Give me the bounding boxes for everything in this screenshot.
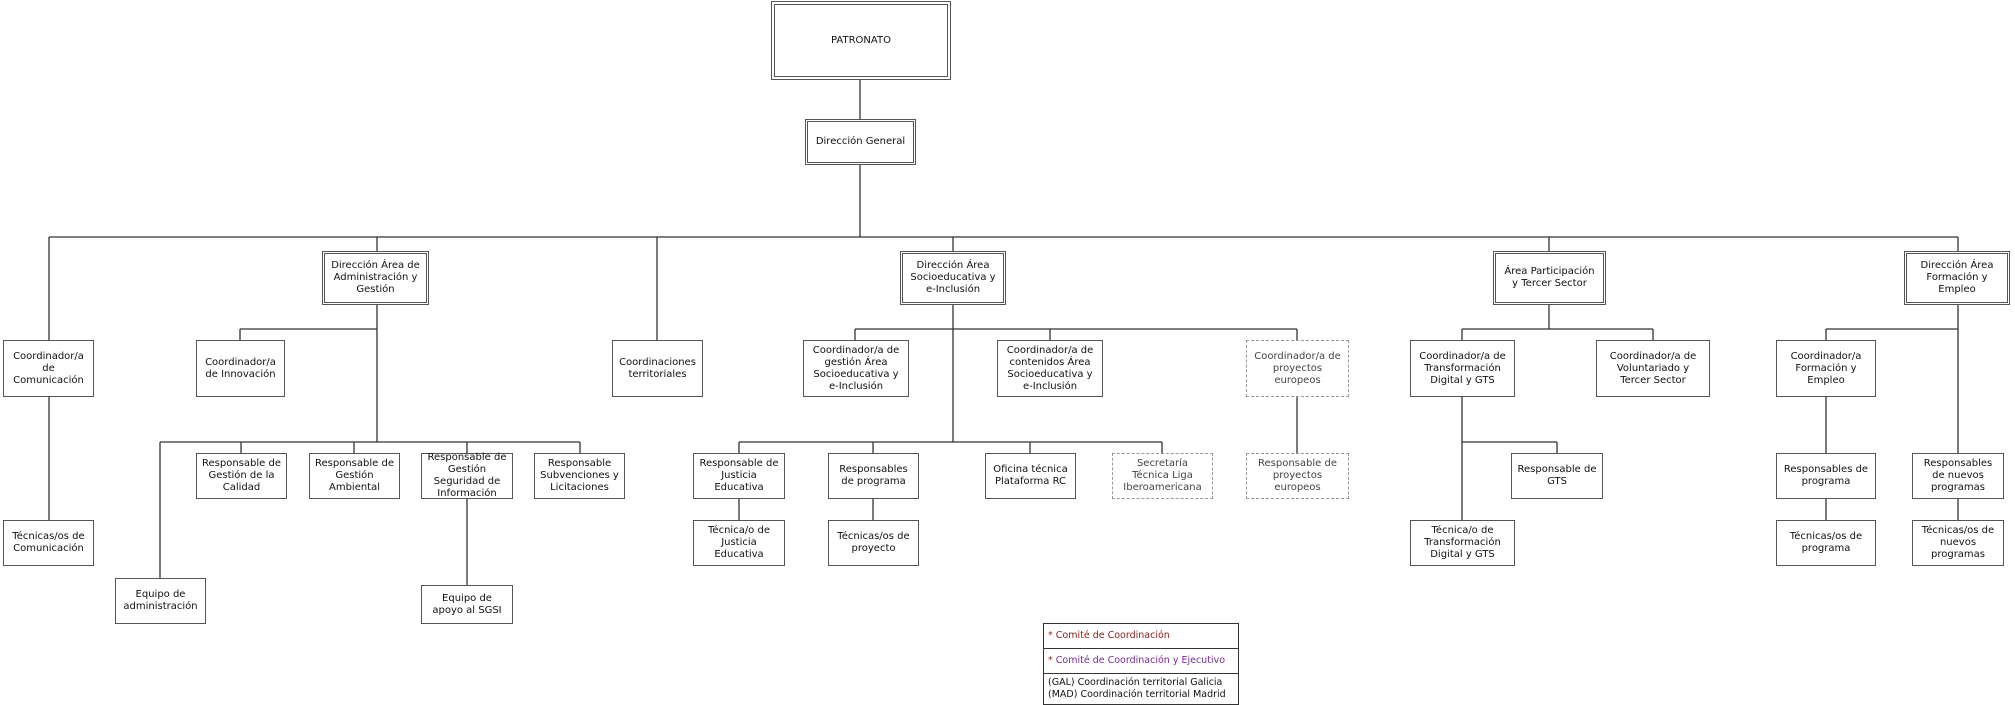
node-equipo-sgsi: Equipo de apoyo al SGSI [421,585,513,624]
node-tecnicos-comunicacion: Técnicas/os de Comunicación [3,520,94,566]
node-direccion-area-socioeducativa: Dirección Área Socioeducativa y e-Inclus… [900,251,1006,305]
node-coordinador-transformacion-digital: Coordinador/a de Transformación Digital … [1410,340,1515,397]
node-patronato: PATRONATO [771,1,951,80]
node-responsables-programa-formacion: Responsables de programa [1776,453,1876,499]
node-coordinador-proyectos-europeos: Coordinador/a de proyectos europeos [1246,340,1349,397]
node-area-participacion: Área Participación y Tercer Sector [1493,251,1606,305]
legend-label-comite-ejecutivo: Comité de Coordinación y Ejecutivo [1055,655,1225,666]
legend-item-comite-ejecutivo: * Comité de Coordinación y Ejecutivo [1044,649,1238,674]
node-tecnico-justicia-educativa: Técnica/o de Justicia Educativa [693,520,785,566]
legend-label-galicia: (GAL) Coordinación territorial Galicia [1048,677,1223,688]
legend-star: * [1048,655,1053,666]
node-coordinador-formacion-empleo: Coordinador/a Formación y Empleo [1776,340,1876,397]
legend-item-territorial: (GAL) Coordinación territorial Galicia (… [1044,674,1238,704]
node-coordinador-innovacion: Coordinador/a de Innovación [196,340,285,397]
node-coordinador-gestion-socioeducativa: Coordinador/a de gestión Área Socioeduca… [803,340,909,397]
node-responsables-programa: Responsables de programa [828,453,919,499]
node-tecnicos-programa-formacion: Técnicas/os de programa [1776,520,1876,566]
legend-label-comite-coordinacion: Comité de Coordinación [1055,630,1170,641]
legend-star: * [1048,630,1053,641]
node-tecnico-transformacion-digital: Técnica/o de Transformación Digital y GT… [1410,520,1515,566]
node-coordinador-contenidos-socioeducativa: Coordinador/a de contenidos Área Socioed… [997,340,1103,397]
node-secretaria-liga-iberoamericana: Secretaría Técnica Liga Iberoamericana [1112,453,1213,499]
node-direccion-area-administracion: Dirección Área de Administración y Gesti… [322,251,429,305]
legend-item-comite-coordinacion: * Comité de Coordinación [1044,624,1238,649]
legend-label-madrid: (MAD) Coordinación territorial Madrid [1048,689,1226,700]
node-responsable-subvenciones: Responsable Subvenciones y Licitaciones [534,453,625,499]
node-direccion-area-formacion: Dirección Área Formación y Empleo [1904,251,2010,305]
node-oficina-plataforma-rc: Oficina técnica Plataforma RC [985,453,1076,499]
node-coordinador-voluntariado: Coordinador/a de Voluntariado y Tercer S… [1596,340,1710,397]
node-tecnicos-nuevos-programas: Técnicas/os de nuevos programas [1912,520,2004,566]
node-responsable-ambiental: Responsable de Gestión Ambiental [309,453,400,499]
node-equipo-administracion: Equipo de administración [115,578,206,624]
node-responsables-nuevos-programas: Responsables de nuevos programas [1912,453,2004,499]
legend: * Comité de Coordinación * Comité de Coo… [1043,623,1239,705]
node-responsable-seguridad: Responsable de Gestión Seguridad de Info… [421,452,513,499]
node-responsable-justicia-educativa: Responsable de Justicia Educativa [693,453,785,499]
node-responsable-gts: Responsable de GTS [1511,453,1603,499]
node-tecnicos-proyecto: Técnicas/os de proyecto [828,520,919,566]
node-coordinaciones-territoriales: Coordinaciones territoriales [612,340,703,397]
node-direccion-general: Dirección General [805,119,916,165]
node-coordinador-comunicacion: Coordinador/a de Comunicación [3,340,94,397]
node-responsable-calidad: Responsable de Gestión de la Calidad [196,453,287,499]
node-responsable-proyectos-europeos: Responsable de proyectos europeos [1246,453,1349,499]
